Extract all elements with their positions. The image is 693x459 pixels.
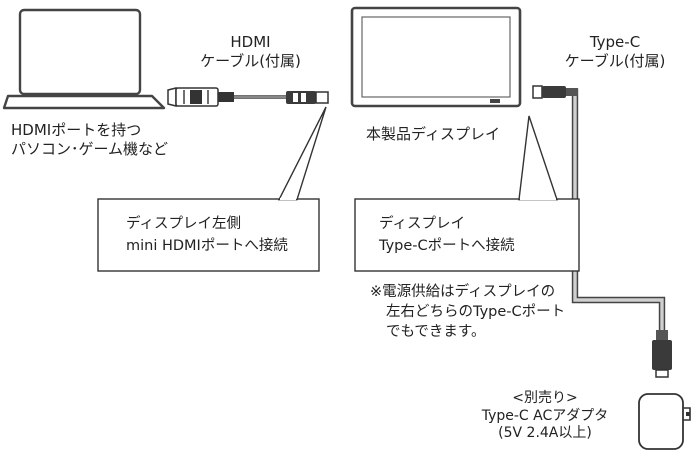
callout-left [97,106,327,272]
adapter-label: <別売り> Type-C ACアダプタ (5V 2.4A以上) [455,390,635,443]
callout-left-line2: mini HDMIポートへ接続 [126,238,288,254]
laptop-label-line2: パソコン･ゲーム機など [11,139,169,158]
hdmi-cable-label-line1: HDMI [230,33,271,51]
power-note-line3: でもできます。 [386,324,486,340]
power-note-line2: 左右どちらのType-Cポート [386,304,566,320]
typec-cable-label-line2: ケーブル(付属) [564,51,666,70]
callout-left-text: ディスプレイ左側 mini HDMIポートへ接続 [126,213,288,257]
adapter-label-line1: <別売り> [512,390,578,406]
adapter-label-line2: Type-C ACアダプタ [481,407,609,424]
hdmi-cable-label: HDMI ケーブル(付属) [198,33,303,71]
callout-right-line1: ディスプレイ [379,216,465,232]
typec-cable-icon [532,85,672,378]
laptop-icon [2,8,166,110]
adapter-label-line3: (5V 2.4A以上) [498,425,592,441]
callout-right-line2: Type-Cポートへ接続 [379,238,515,254]
hdmi-cable-label-line2: ケーブル(付属) [200,51,301,70]
callout-right [354,115,580,272]
monitor-logo-mark [490,99,500,103]
laptop-label: HDMIポートを持つ パソコン･ゲーム機など [11,121,168,159]
ac-adapter-icon [638,393,691,450]
power-note: ※電源供給はディスプレイの 左右どちらのType-Cポート でもできます。 [370,282,565,342]
hdmi-cable-icon [167,87,329,107]
power-note-line1: ※電源供給はディスプレイの [370,284,556,300]
monitor-icon [350,6,522,108]
callout-right-text: ディスプレイ Type-Cポートへ接続 [379,213,515,257]
callout-left-line1: ディスプレイ左側 [126,216,241,232]
typec-cable-label: Type-C ケーブル(付属) [556,33,674,71]
typec-cable-label-line1: Type-C [589,33,641,51]
laptop-label-line1: HDMIポートを持つ [11,121,142,139]
monitor-label: 本製品ディスプレイ [366,125,500,143]
